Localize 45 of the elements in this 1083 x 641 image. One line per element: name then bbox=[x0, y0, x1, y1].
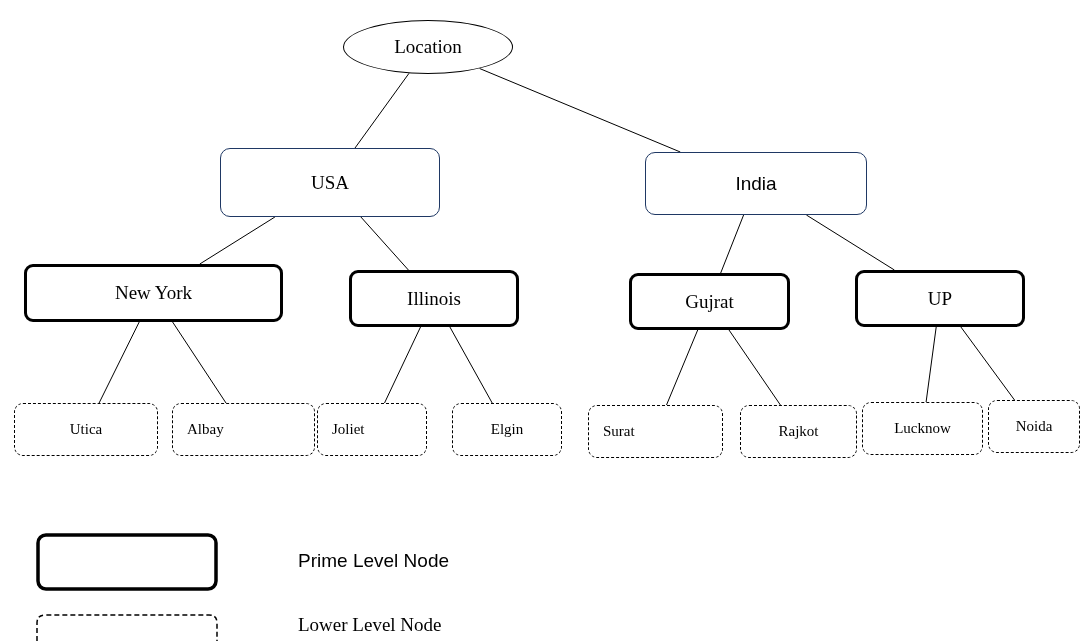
lower-level-node bbox=[14, 403, 158, 456]
lower-level-node bbox=[588, 405, 723, 458]
connector-line bbox=[720, 214, 745, 274]
node-label: Surat bbox=[603, 423, 635, 440]
lower-level-node bbox=[172, 403, 315, 456]
node-label: Location bbox=[394, 36, 462, 58]
lower-level-node bbox=[862, 402, 983, 455]
connector-line bbox=[360, 216, 409, 271]
lower-level-node bbox=[452, 403, 562, 456]
connector-line bbox=[199, 216, 276, 265]
node-label: Lucknow bbox=[894, 420, 951, 437]
node-label: Rajkot bbox=[778, 423, 819, 440]
node-label: Noida bbox=[1015, 418, 1053, 435]
node-label: Albay bbox=[187, 421, 224, 438]
node-label: Joliet bbox=[332, 421, 365, 438]
node-label: UP bbox=[927, 287, 953, 310]
connector-line bbox=[172, 321, 227, 404]
prime-level-node bbox=[629, 273, 790, 330]
country-node bbox=[220, 148, 440, 217]
lower-level-node bbox=[740, 405, 857, 458]
connector-line bbox=[479, 68, 681, 153]
node-label: Illinois bbox=[407, 287, 461, 310]
connector-line bbox=[805, 214, 895, 271]
node-label: USA bbox=[311, 171, 349, 194]
connector-line bbox=[728, 329, 781, 406]
prime-level-node bbox=[24, 264, 283, 322]
connector-line bbox=[354, 72, 410, 149]
lower-level-node bbox=[317, 403, 427, 456]
connector-line bbox=[449, 326, 493, 404]
node-label: New York bbox=[114, 282, 193, 304]
lower-level-node bbox=[988, 400, 1080, 453]
legend-text: Lower Level Node bbox=[298, 614, 442, 636]
node-label: Utica bbox=[69, 421, 103, 438]
node-label: Elgin bbox=[490, 421, 524, 438]
node-label: Gujrat bbox=[685, 290, 734, 313]
legend-text: Prime Level Node bbox=[298, 550, 450, 572]
prime-level-node bbox=[349, 270, 519, 327]
node-label: India bbox=[735, 172, 777, 195]
connector-line bbox=[384, 326, 421, 404]
country-node bbox=[645, 152, 867, 215]
connector-line bbox=[666, 329, 699, 406]
prime-level-node bbox=[855, 270, 1025, 327]
connector-line bbox=[960, 326, 1015, 401]
connector-line bbox=[98, 321, 140, 404]
connector-line bbox=[925, 326, 937, 403]
